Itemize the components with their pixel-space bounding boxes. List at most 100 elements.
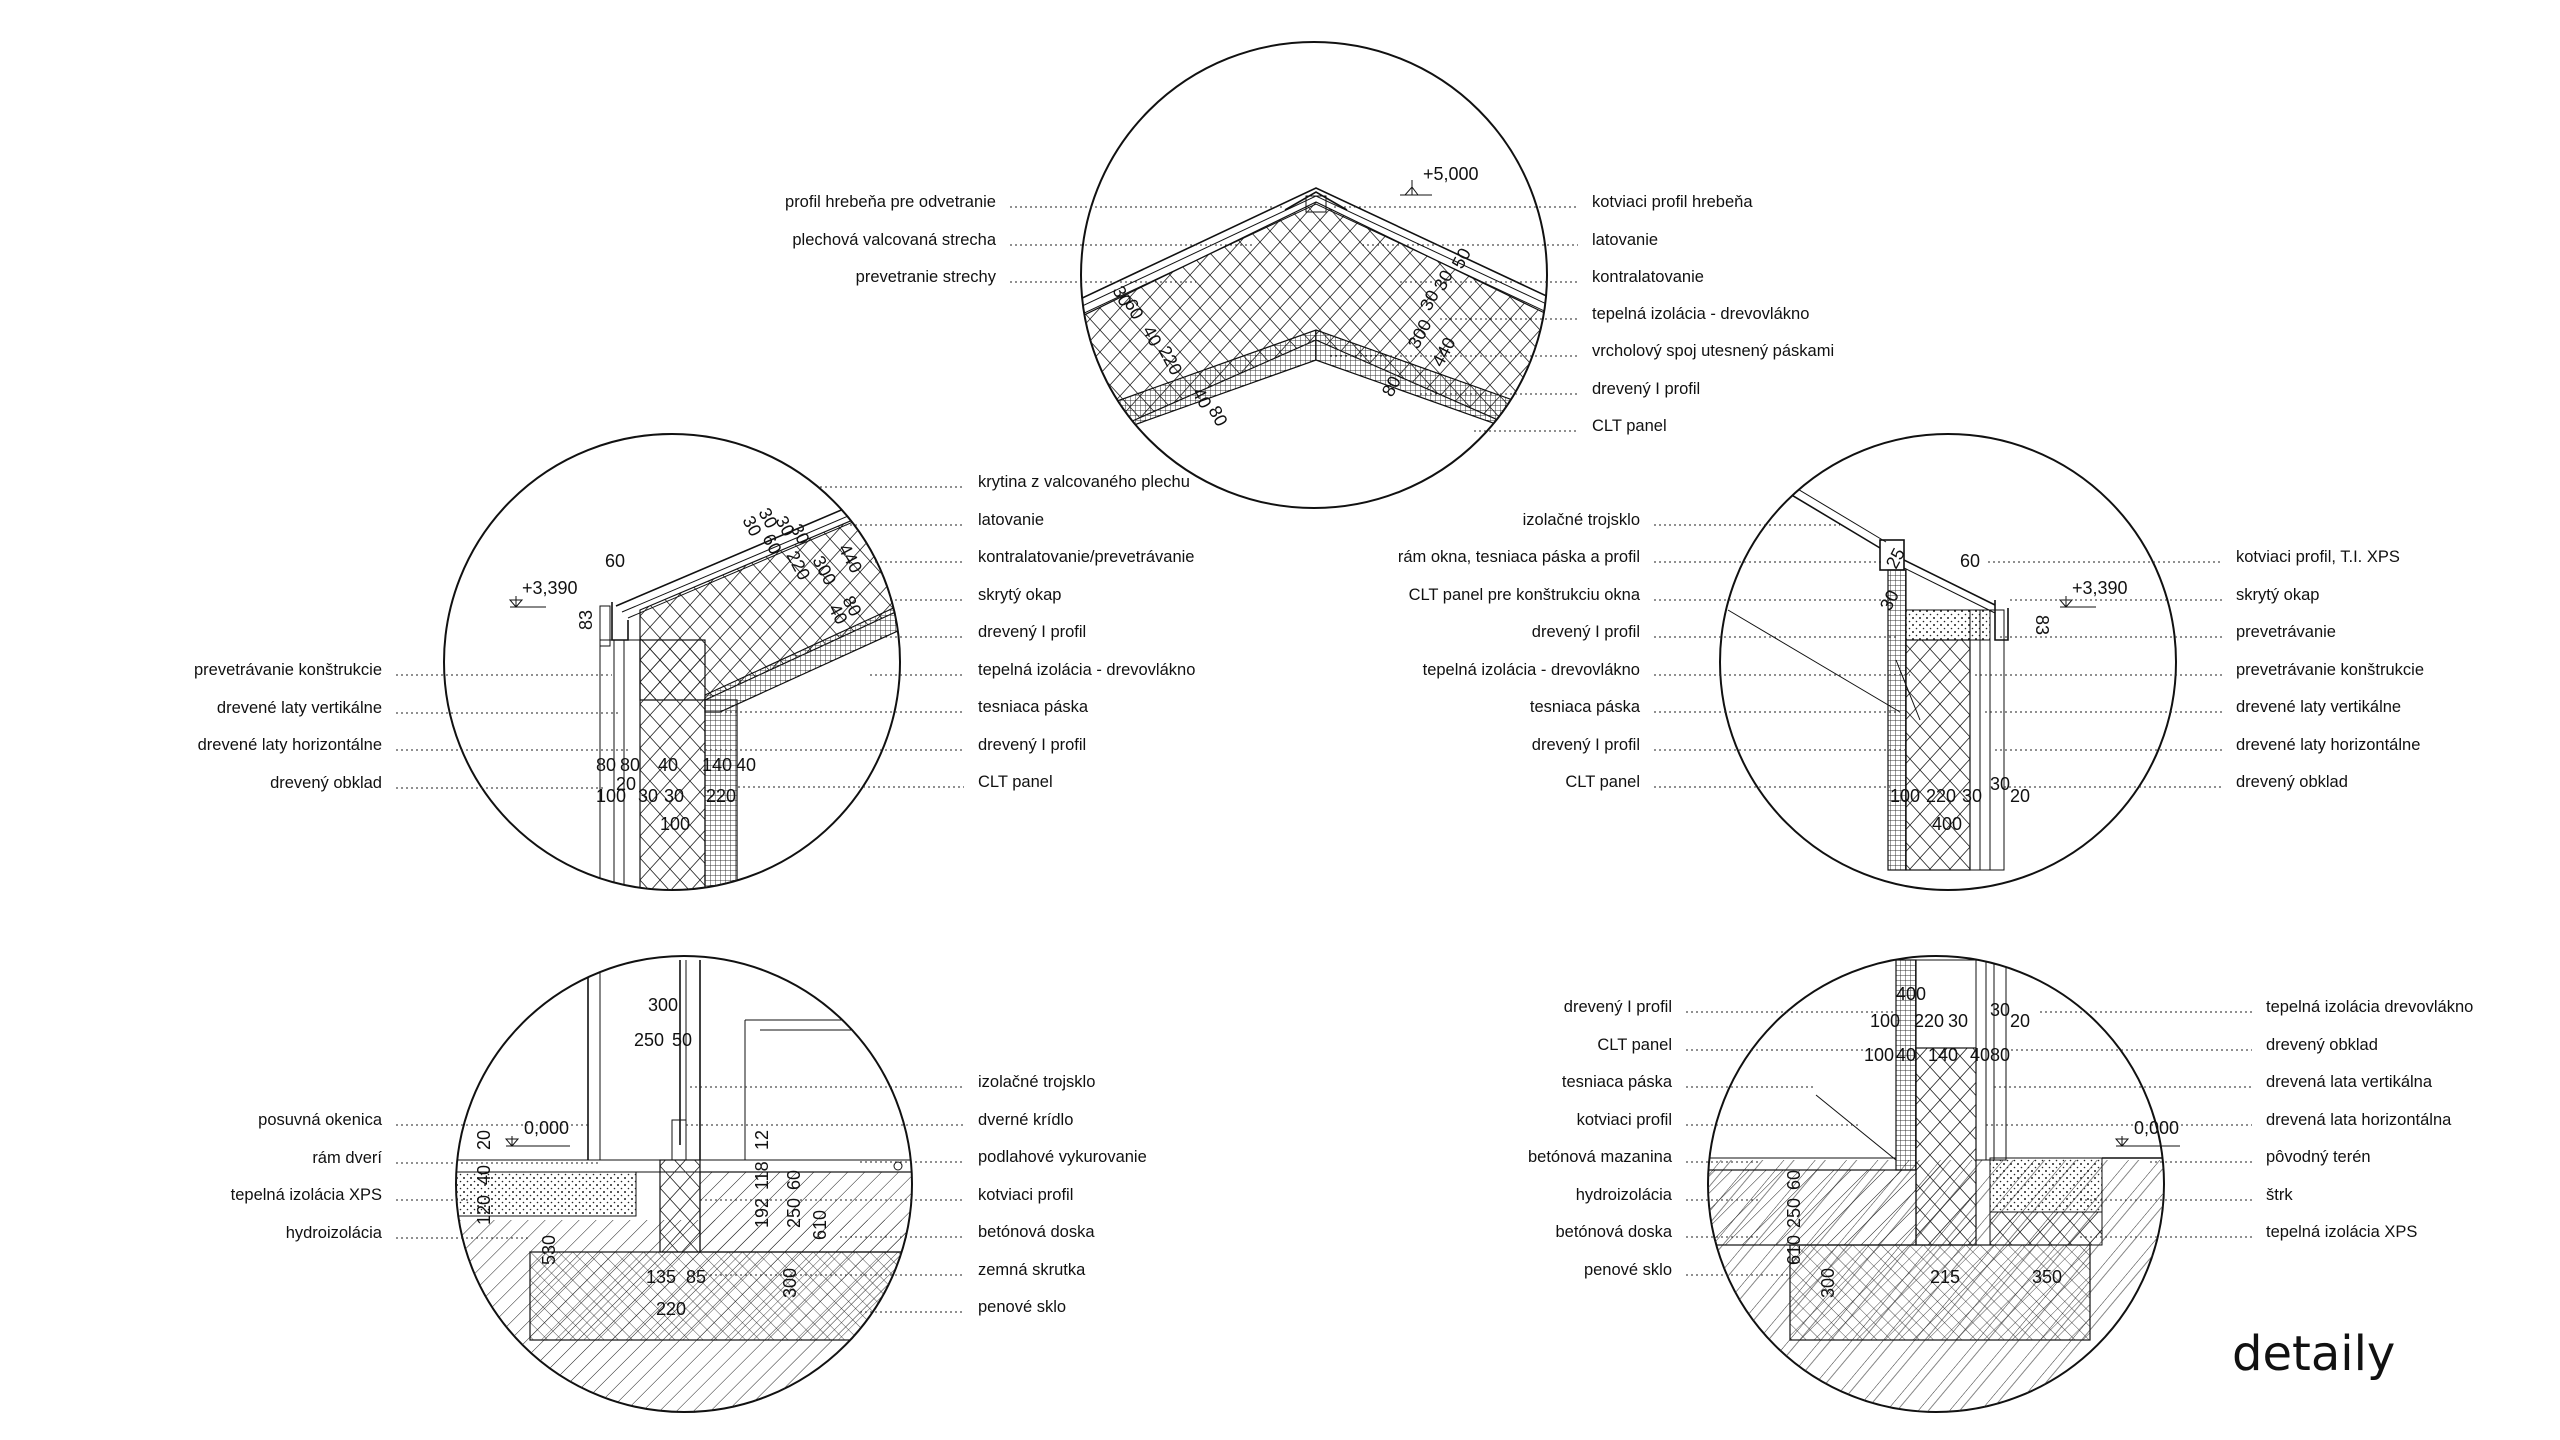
dim-label: 135 [646,1267,676,1287]
callout-label: drevený I profil [1564,998,1672,1016]
callout-label: skrytý okap [978,586,1061,604]
dim-label: 30 [1990,774,2010,794]
dim-label: 25 [1882,545,1909,572]
dim-label: 140 [1928,1045,1958,1065]
base-left-drawing [456,960,912,1412]
callout-label: drevený obklad [2236,773,2348,791]
detail-base-right: 400 100 220 30 30 20 100 40 140 40 80 61… [1528,955,2473,1413]
dim-label: 60 [605,551,625,571]
dim-label: 40 [658,755,678,775]
dim-label: 300 [1818,1268,1838,1298]
dim-label: 400 [1896,984,1926,1004]
callout-label: drevené laty horizontálne [198,736,382,754]
dim-label: 350 [2032,1267,2062,1287]
dim-label: 250 [1784,1198,1804,1228]
ridge-right-labels: kotviaci profil hrebeňa latovanie kontra… [1330,193,1834,435]
base-right-level-marker: 0,000 [2114,1118,2180,1147]
callout-label: drevený obklad [2266,1036,2378,1054]
detail-ridge: 30 60 40 220 40 80 50 30 30 300 440 80 +… [785,41,1834,509]
callout-label: CLT panel pre konštrukciu okna [1409,586,1641,604]
dim-label: 610 [810,1210,830,1240]
dim-label: 60 [784,1170,804,1190]
callout-label: vrcholový spoj utesnený páskami [1592,342,1834,360]
callout-label: prevetrávanie konštrukcie [194,661,382,679]
callout-label: penové sklo [978,1298,1066,1316]
eave-right-level-marker: +3,390 [2058,578,2128,608]
dim-label: 85 [686,1267,706,1287]
dim-label: 80 [1990,1045,2010,1065]
callout-label: CLT panel [1565,773,1640,791]
dim-label: 80 [620,755,640,775]
callout-label: tepelná izolácia XPS [231,1186,382,1204]
level-label: 0,000 [524,1118,569,1138]
callout-label: prevetrávanie konštrukcie [2236,661,2424,679]
callout-label: kotviaci profil, T.I. XPS [2236,548,2400,566]
callout-label: izolačné trojsklo [978,1073,1095,1091]
dim-label: 300 [780,1268,800,1298]
callout-label: kotviaci profil hrebeňa [1592,193,1753,211]
dim-label: 40 [736,755,756,775]
callout-label: prevetrávanie [2236,623,2336,641]
dim-label: 83 [576,610,596,630]
base-right-right-labels: tepelná izolácia drevovlákno drevený obk… [1986,998,2473,1241]
dim-label: 30 [664,786,684,806]
base-left-right-labels: izolačné trojsklo dverné krídlo podlahov… [686,1073,1147,1316]
callout-label: hydroizolácia [286,1224,383,1242]
callout-label: tepelná izolácia - drevovlákno [1592,305,1809,323]
callout-label: rám dverí [312,1149,382,1167]
callout-label: kotviaci profil [1577,1111,1672,1129]
dim-label: 100 [1870,1011,1900,1031]
callout-label: tepelná izolácia - drevovlákno [1423,661,1640,679]
callout-label: štrk [2266,1186,2293,1204]
ridge-level-marker: +5,000 [1400,164,1479,196]
callout-label: CLT panel [978,773,1053,791]
callout-label: tesniaca páska [978,698,1089,716]
callout-label: prevetranie strechy [856,268,997,286]
callout-label: drevené laty horizontálne [2236,736,2420,754]
dim-label: 83 [2032,615,2052,635]
base-right-left-labels: drevený I profil CLT panel tesniaca pásk… [1528,998,1896,1279]
callout-label: CLT panel [1597,1036,1672,1054]
callout-label: krytina z valcovaného plechu [978,473,1190,491]
callout-label: tepelná izolácia drevovlákno [2266,998,2473,1016]
callout-label: dverné krídlo [978,1111,1073,1129]
dim-label: 20 [2010,786,2030,806]
callout-label: drevená lata vertikálna [2266,1073,2433,1091]
eave-right-right-labels: kotviaci profil, T.I. XPS skrytý okap pr… [1975,548,2424,791]
dim-label: 215 [1930,1267,1960,1287]
dim-label: 610 [1784,1235,1804,1265]
callout-label: rám okna, tesniaca páska a profil [1398,548,1640,566]
dim-label: 100 [596,786,626,806]
dim-label: 40 [1970,1045,1990,1065]
dim-label: 400 [1932,814,1962,834]
level-label: +5,000 [1423,164,1479,184]
dim-label: 100 [1864,1045,1894,1065]
dim-label: 220 [706,786,736,806]
callout-label: kontralatovanie [1592,268,1704,286]
eave-left-dimensions: 60 83 30 30 30 30 60 220 300 440 80 40 8… [576,504,866,834]
dim-label: 100 [1890,786,1920,806]
callout-label: latovanie [978,511,1044,529]
dim-label: 20 [474,1130,494,1150]
dim-label: 60 [1960,551,1980,571]
dim-label: 60 [1784,1170,1804,1190]
callout-label: tepelná izolácia - drevovlákno [978,661,1195,679]
dim-label: 30 [638,786,658,806]
eave-left-drawing [599,484,900,890]
callout-label: profil hrebeňa pre odvetranie [785,193,996,211]
callout-label: pôvodný terén [2266,1148,2371,1166]
eave-left-level-marker: +3,390 [508,578,578,608]
dim-label: 530 [539,1235,559,1265]
callout-label: drevené laty vertikálne [217,699,382,717]
callout-label: zemná skrutka [978,1261,1086,1279]
dim-label: 40 [1896,1045,1916,1065]
dim-label: 220 [656,1299,686,1319]
callout-label: tepelná izolácia XPS [2266,1223,2417,1241]
level-label: +3,390 [2072,578,2128,598]
eave-right-drawing [1727,475,2009,871]
dim-label: 100 [660,814,690,834]
dim-label: 250 [634,1030,664,1050]
dim-label: 20 [2010,1011,2030,1031]
eave-left-right-labels: krytina z valcovaného plechu latovanie k… [700,473,1195,791]
